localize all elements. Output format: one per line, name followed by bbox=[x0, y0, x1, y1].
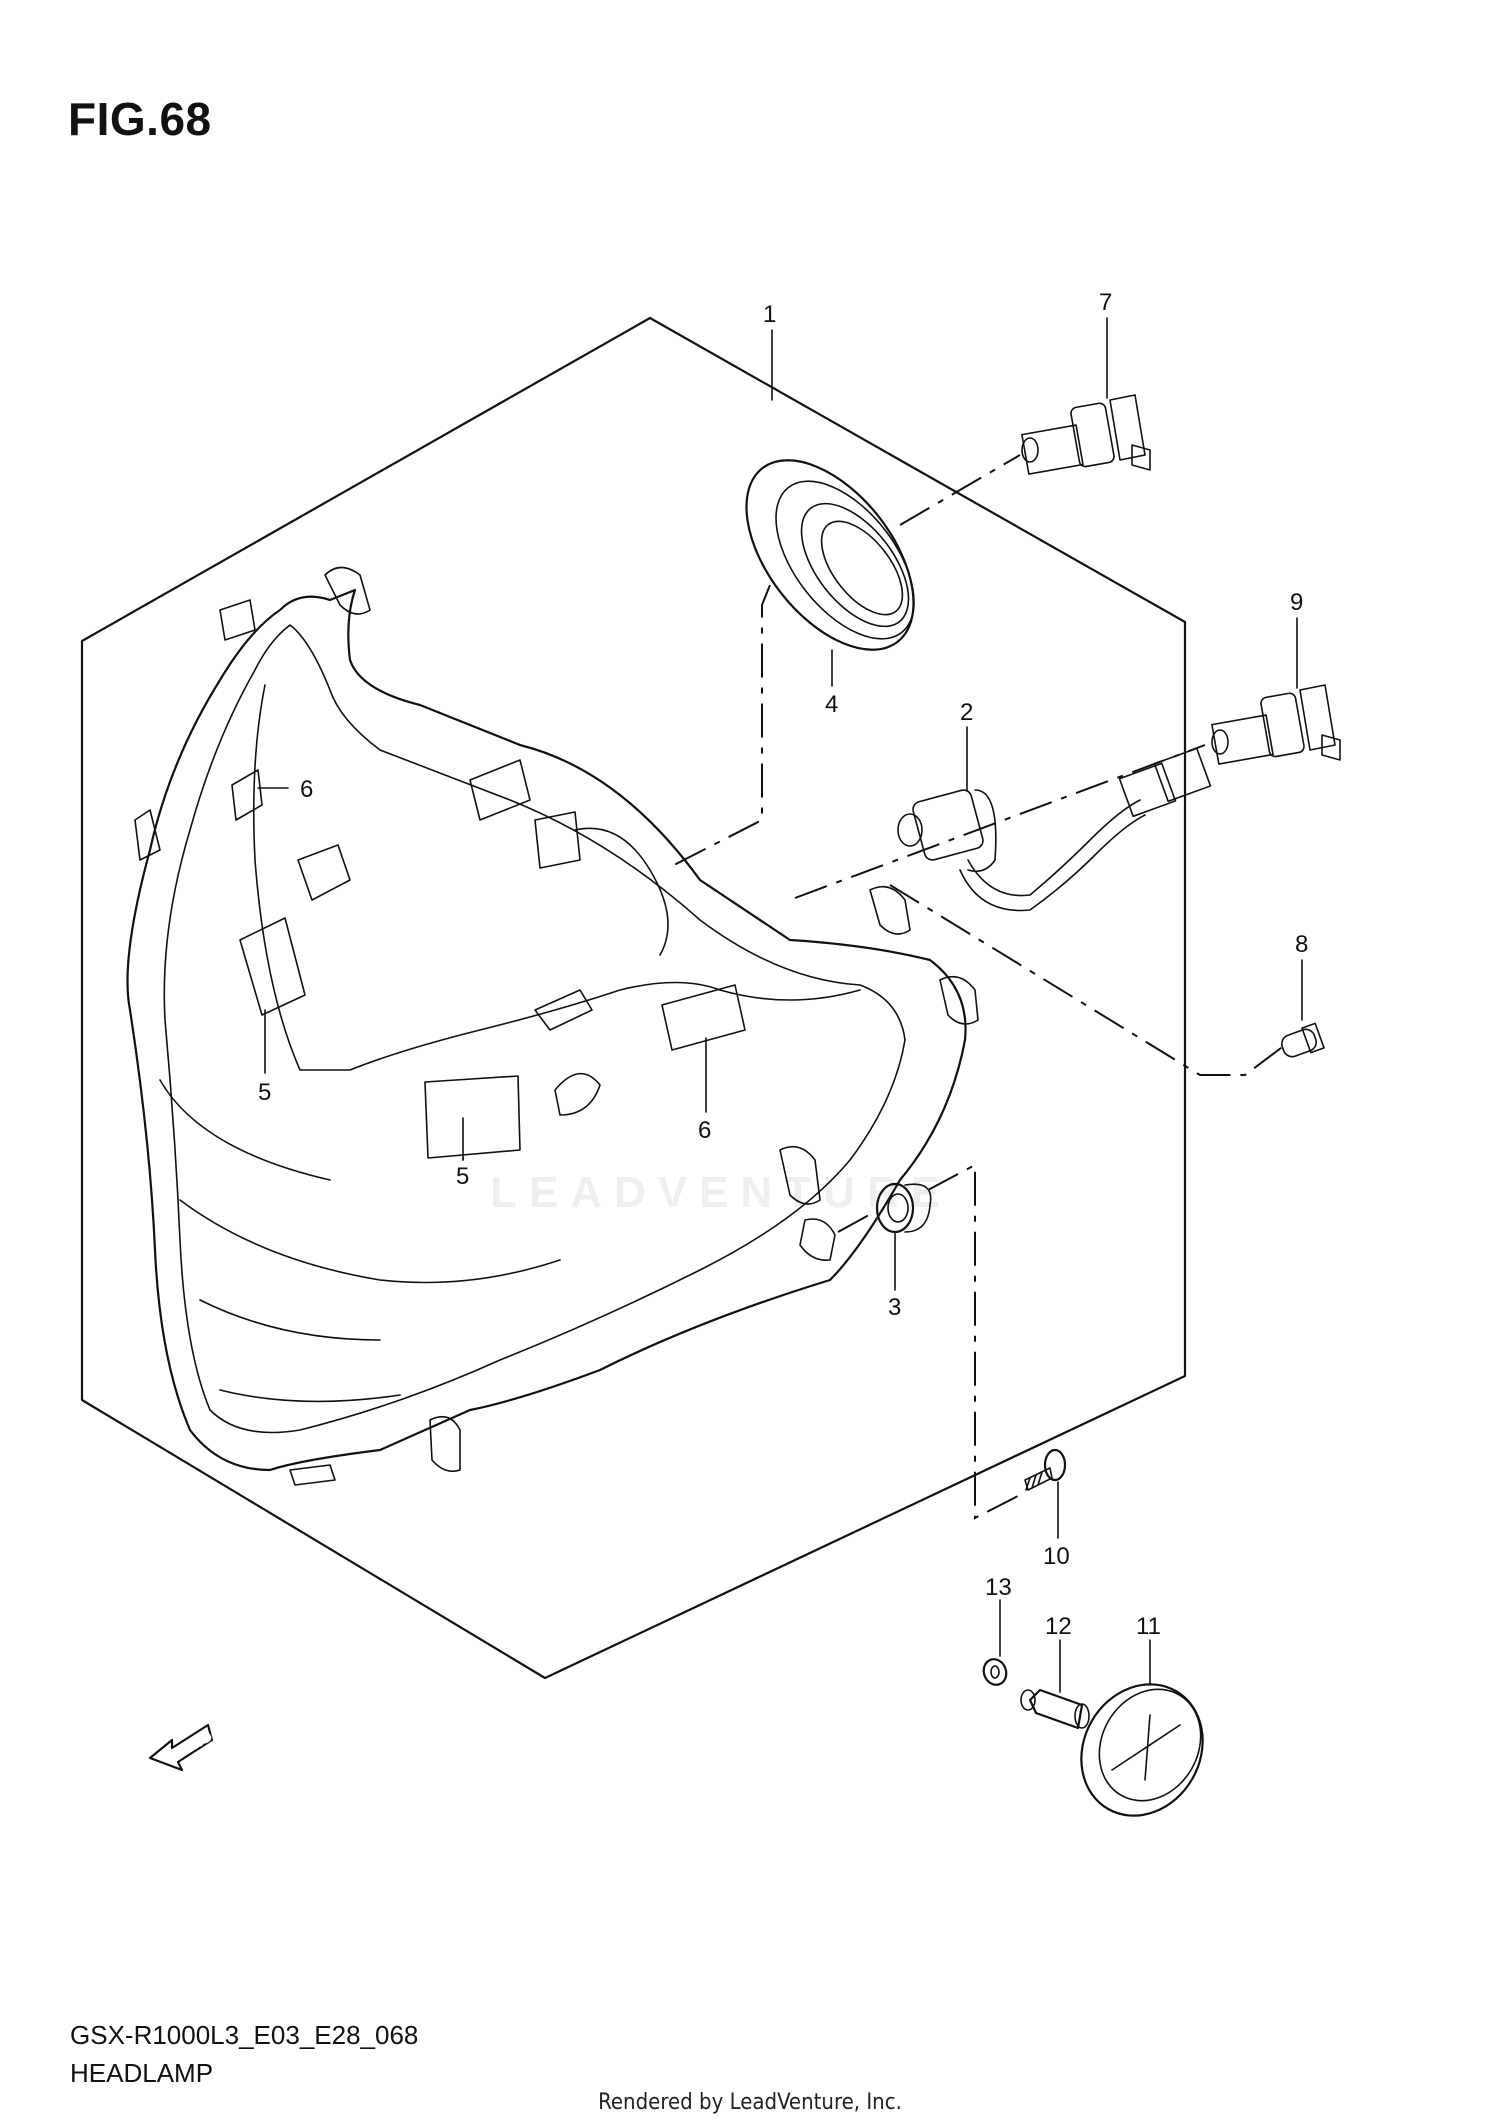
part-12-pin bbox=[1020, 1688, 1090, 1730]
dash-8 bbox=[889, 884, 1286, 1076]
part-10-screw bbox=[1024, 1448, 1067, 1491]
callout-1: 1 bbox=[763, 301, 776, 328]
dash-4 bbox=[673, 584, 771, 866]
callout-6b: 6 bbox=[698, 1117, 711, 1144]
part-3-grommet bbox=[875, 1182, 932, 1234]
callout-13: 13 bbox=[985, 1574, 1012, 1601]
fwd-arrow-icon: FWD bbox=[148, 1723, 215, 1772]
callout-12: 12 bbox=[1045, 1613, 1072, 1640]
callout-6a: 6 bbox=[300, 776, 313, 803]
dash-10 bbox=[927, 1163, 1021, 1520]
callout-2: 2 bbox=[960, 699, 973, 726]
headlamp-housing bbox=[126, 566, 979, 1486]
part-4-seal bbox=[745, 459, 915, 651]
part-13-washer-hole bbox=[990, 1665, 1000, 1679]
assembly-outline bbox=[80, 316, 1187, 1680]
dash-7 bbox=[899, 454, 1021, 526]
label-patch-5a bbox=[239, 917, 306, 1016]
watermark: LEADVENTURE bbox=[490, 1168, 953, 1217]
section-name: HEADLAMP bbox=[70, 2058, 214, 2088]
part-7-bulb bbox=[1021, 394, 1151, 475]
callout-11: 11 bbox=[1136, 1613, 1161, 1640]
label-patch-6a bbox=[231, 769, 263, 821]
rendered-by-credit: Rendered by LeadVenture, Inc. bbox=[598, 2090, 902, 2115]
callout-5b: 5 bbox=[456, 1163, 469, 1190]
callout-9: 9 bbox=[1290, 589, 1303, 616]
part-13-washer bbox=[982, 1658, 1008, 1686]
part-11-cap bbox=[1080, 1683, 1204, 1817]
label-patch-5b bbox=[424, 1075, 521, 1159]
dash-9 bbox=[794, 744, 1206, 899]
label-patch-6b bbox=[661, 984, 746, 1051]
callout-8: 8 bbox=[1295, 931, 1308, 958]
dash-3 bbox=[837, 1209, 879, 1233]
callout-4: 4 bbox=[825, 691, 838, 718]
figure-title: FIG.68 bbox=[68, 93, 212, 145]
callout-7: 7 bbox=[1099, 289, 1112, 316]
callout-5a: 5 bbox=[258, 1079, 271, 1106]
callout-10: 10 bbox=[1043, 1543, 1070, 1570]
part-8-bulb bbox=[1280, 1022, 1325, 1058]
part-2-socket bbox=[897, 747, 1212, 912]
part-9-bulb bbox=[1211, 684, 1341, 765]
callout-3: 3 bbox=[888, 1294, 901, 1321]
model-code: GSX-R1000L3_E03_E28_068 bbox=[70, 2020, 419, 2050]
